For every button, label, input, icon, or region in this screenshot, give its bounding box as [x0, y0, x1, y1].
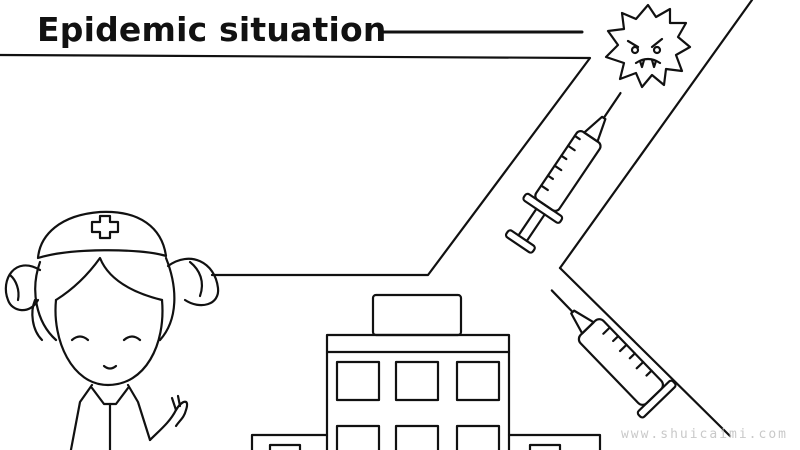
hospital-building [250, 293, 602, 450]
page-title: Epidemic situation [37, 10, 387, 49]
virus-icon [604, 3, 692, 89]
nurse-figure [4, 210, 220, 450]
watermark: www.shuicaimi.com [620, 427, 788, 442]
syringe-icon-2 [550, 289, 677, 419]
frame-lines [0, 0, 754, 438]
syringe-icon [504, 91, 622, 254]
